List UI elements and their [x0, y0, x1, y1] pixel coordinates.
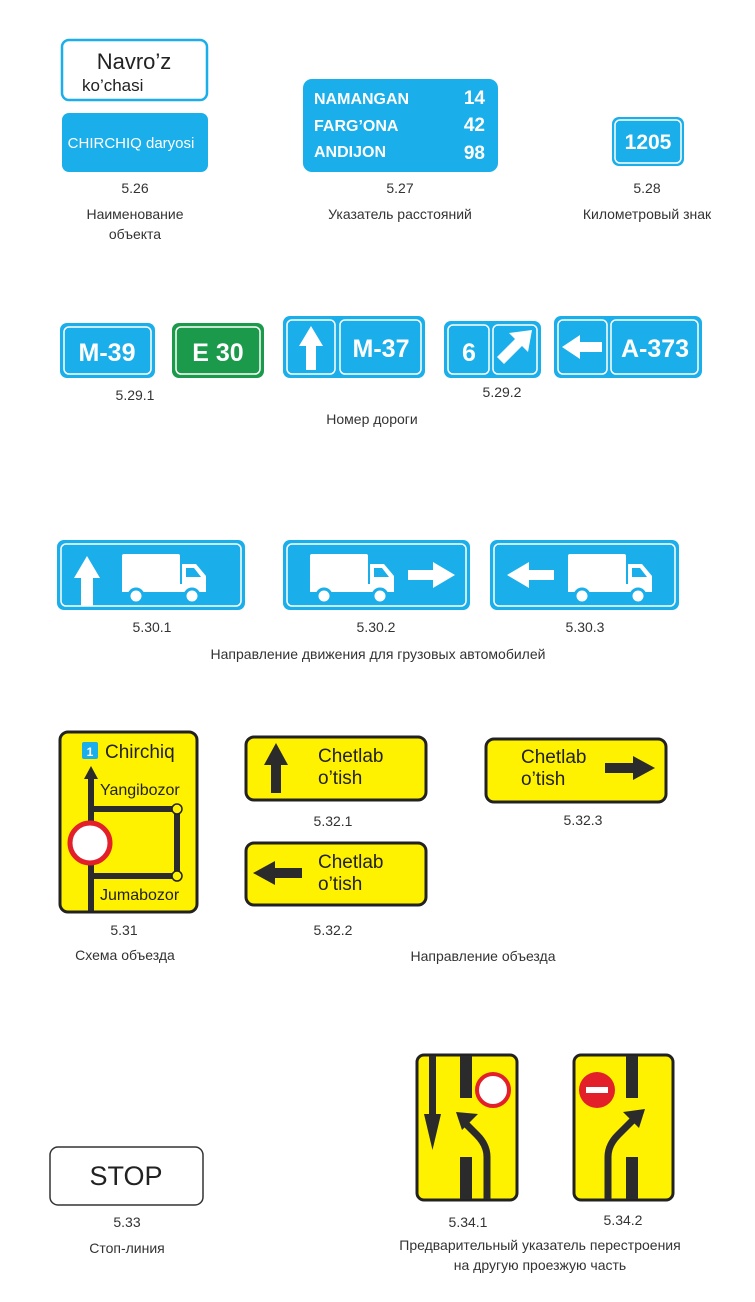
sign-5-30: 5.30.1 5.30.2 5.30.3 Направление движени…: [57, 540, 679, 662]
sign-5-26: Navro’z ko’chasi CHIRCHIQ daryosi 5.26 Н…: [60, 38, 209, 242]
distance-sign: [303, 79, 498, 172]
street-name-sign: [60, 38, 209, 102]
sign-text: Chetlab: [521, 747, 587, 768]
sign-5-33: STOP 5.33 Стоп-линия: [49, 1146, 204, 1256]
city: FARG’ONA: [314, 118, 399, 135]
sign-caption: объекта: [109, 226, 161, 242]
arrow-up-icon: [299, 326, 323, 370]
sign-number: 5.29.1: [116, 387, 155, 403]
sign-5-31: 1 Chirchiq Yangibozor Jumabozor 5.31 Схе…: [58, 730, 199, 963]
place-name: Jumabozor: [100, 887, 180, 904]
stop-text: STOP: [89, 1161, 162, 1191]
sign-caption: Предварительный указатель перестроения: [399, 1237, 680, 1253]
destination: Chirchiq: [105, 742, 175, 763]
road-number: M-39: [79, 339, 136, 367]
river-name-sign: [62, 113, 208, 172]
arrow-left-icon: [507, 562, 554, 588]
e-road-sign: [172, 323, 264, 378]
detour-direction-sign: [244, 841, 428, 907]
road-number-sign: [554, 316, 702, 378]
sign-number: 5.31: [110, 922, 137, 938]
place-name: Yangibozor: [100, 782, 180, 799]
street-type: ko’chasi: [82, 76, 143, 95]
sign-caption: Направление объезда: [411, 948, 556, 964]
arrow-up-icon: [264, 743, 288, 793]
sign-caption: Номер дороги: [326, 411, 417, 427]
road-badge: [82, 742, 98, 759]
road-number: M-37: [353, 335, 410, 363]
sign-5-27: NAMANGAN 14 FARG’ONA 42 ANDIJON 98 5.27 …: [303, 79, 498, 222]
sign-number: 5.26: [121, 180, 148, 196]
sign-caption: на другую проезжую часть: [454, 1257, 626, 1273]
road-badge-number: 1: [87, 745, 94, 759]
sign-number: 5.34.2: [604, 1212, 643, 1228]
sign-number: 5.32.1: [314, 813, 353, 829]
arrow-right-icon: [605, 756, 655, 780]
road-number: A-373: [621, 335, 689, 363]
sign-caption: Стоп-линия: [89, 1240, 165, 1256]
sign-5-34: 5.34.1 5.34.2 Предварительный указатель …: [399, 1053, 681, 1273]
distance: 14: [464, 88, 486, 109]
distance: 42: [464, 115, 485, 136]
sign-text: o’tish: [318, 874, 362, 895]
sign-number: 5.30.1: [133, 619, 172, 635]
sign-number: 5.28: [633, 180, 660, 196]
road-number-sign: [283, 316, 425, 378]
sign-number: 5.30.2: [357, 619, 396, 635]
kilometer-sign: [612, 117, 684, 166]
stop-line-sign: [49, 1146, 204, 1206]
sign-text: o’tish: [318, 768, 362, 789]
sign-5-32: Chetlab o’tish Chetlab o’tish Chetlab o’…: [244, 735, 668, 964]
arrow-up-icon: [74, 556, 100, 606]
detour-direction-sign: [244, 735, 428, 802]
sign-5-29: M-39 E 30 M-37 6 A-373 5.29.1 5.29.2 Ном…: [60, 316, 702, 427]
sign-number: 5.33: [113, 1214, 140, 1230]
road-number: E 30: [192, 339, 243, 367]
arrow-up-right-icon: [497, 330, 532, 364]
arrow-right-icon: [408, 562, 455, 588]
detour-route: [94, 806, 180, 879]
detour-direction-sign: [484, 737, 668, 804]
sign-caption: Километровый знак: [583, 206, 712, 222]
sign-number: 5.27: [386, 180, 413, 196]
sign-5-28: 1205 5.28 Километровый знак: [583, 117, 712, 222]
sign-number: 5.29.2: [483, 384, 522, 400]
sign-number: 5.32.2: [314, 922, 353, 938]
arrow-left-icon: [562, 335, 602, 359]
sign-text: o’tish: [521, 769, 565, 790]
sign-caption: Направление движения для грузовых автомо…: [211, 646, 546, 662]
sign-caption: Указатель расстояний: [328, 206, 472, 222]
no-traffic-circle-icon: [475, 1072, 511, 1108]
distance: 98: [464, 143, 485, 164]
sign-text: Chetlab: [318, 746, 384, 767]
road-number: 6: [462, 339, 476, 367]
sign-caption: Наименование: [86, 206, 183, 222]
city: ANDIJON: [314, 144, 386, 161]
curved-arrow-icon: [460, 1118, 491, 1199]
sign-number: 5.34.1: [449, 1214, 488, 1230]
street-name: Navro’z: [97, 49, 172, 74]
sign-caption: Схема объезда: [75, 947, 175, 963]
curved-arrow-icon: [604, 1116, 637, 1199]
arrow-left-icon: [253, 861, 302, 885]
no-entry-circle-icon: [67, 820, 113, 866]
sign-number: 5.32.3: [564, 812, 603, 828]
arrow-down-icon: [424, 1114, 441, 1150]
river-name: CHIRCHIQ daryosi: [68, 135, 195, 152]
kilometer-value: 1205: [625, 131, 672, 154]
road-number-sign: [60, 323, 155, 378]
city: NAMANGAN: [314, 91, 409, 108]
sign-text: Chetlab: [318, 852, 384, 873]
sign-number: 5.30.3: [566, 619, 605, 635]
